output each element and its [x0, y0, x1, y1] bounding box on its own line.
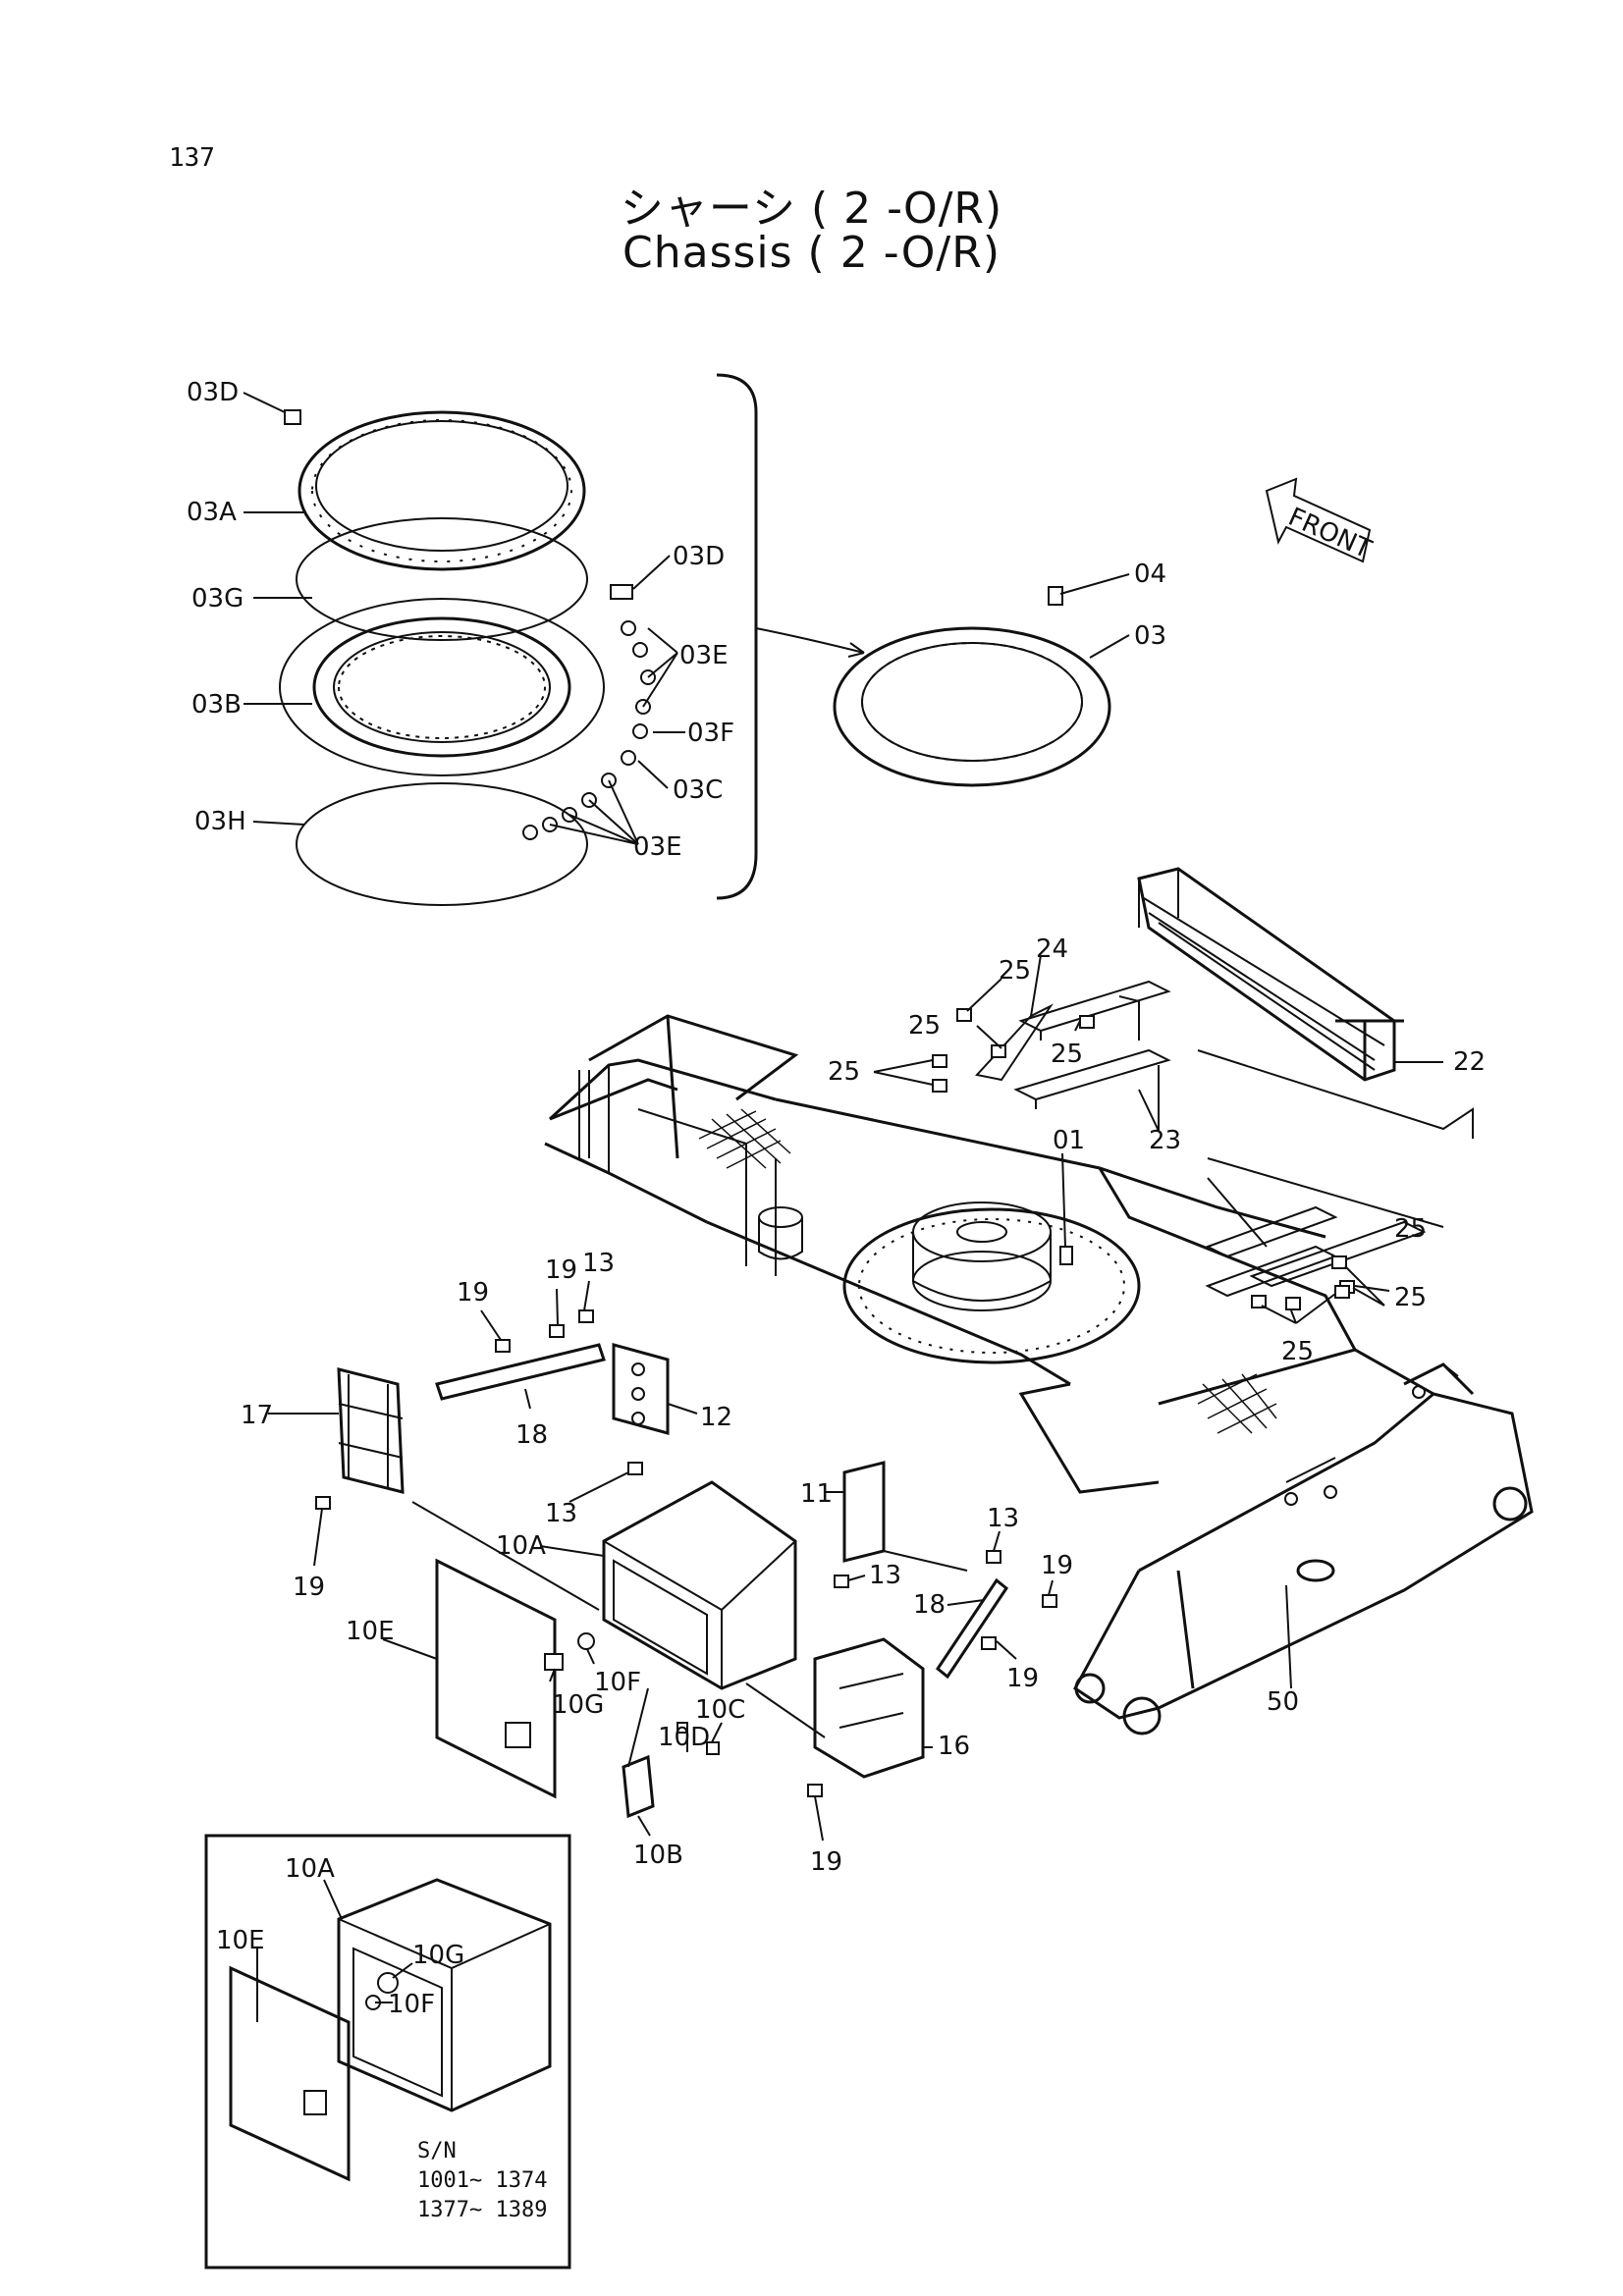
label-25-e: 25 — [1394, 1214, 1427, 1244]
label-03F: 03F — [687, 719, 734, 748]
label-24: 24 — [1036, 934, 1068, 964]
label-50: 50 — [1267, 1687, 1299, 1717]
label-25-f: 25 — [1394, 1283, 1427, 1312]
page-number: 137 — [169, 143, 215, 173]
front-direction-arrow: FRONT — [1265, 477, 1376, 564]
leader-lines — [243, 392, 1443, 2022]
label-10G: 10G — [552, 1690, 604, 1720]
label-25-b: 25 — [908, 1011, 941, 1041]
slewing-ring-exploded — [279, 373, 865, 906]
title-english: Chassis ( 2 -O/R) — [622, 228, 1001, 278]
label-19-e: 19 — [1006, 1664, 1039, 1693]
label-19-c: 19 — [293, 1573, 325, 1602]
label-01: 01 — [1053, 1126, 1085, 1155]
label-16: 16 — [938, 1732, 970, 1761]
label-03C: 03C — [673, 775, 723, 805]
label-18-a: 18 — [515, 1420, 548, 1450]
label-23: 23 — [1149, 1126, 1181, 1155]
inset-label-10E: 10E — [216, 1926, 265, 1955]
label-13-a: 13 — [582, 1249, 615, 1278]
inset-sn-range-2: 1377~ 1389 — [417, 2198, 547, 2222]
inset-detail: S/N 1001~ 1374 1377~ 1389 — [204, 1834, 571, 2269]
label-19-a: 19 — [457, 1278, 489, 1308]
label-10A: 10A — [496, 1531, 546, 1561]
inset-sn-prefix: S/N — [417, 2139, 457, 2163]
label-19-b: 19 — [545, 1255, 577, 1285]
inset-sn-range-1: 1001~ 1374 — [417, 2168, 547, 2193]
label-12: 12 — [700, 1403, 732, 1432]
chassis-frame — [544, 1014, 1534, 1735]
label-10E: 10E — [346, 1617, 395, 1646]
label-19-d: 19 — [1041, 1551, 1073, 1580]
label-10C: 10C — [695, 1695, 745, 1725]
label-25-d: 25 — [828, 1057, 860, 1087]
label-22: 22 — [1453, 1047, 1486, 1077]
slewing-ring-assembled — [833, 586, 1111, 787]
label-03B: 03B — [191, 690, 242, 720]
bracket-assembly-upper — [932, 867, 1474, 1310]
label-10F: 10F — [594, 1668, 641, 1697]
label-19-f: 19 — [810, 1847, 842, 1877]
label-13-b: 13 — [545, 1499, 577, 1528]
inset-label-10F: 10F — [388, 1990, 435, 2019]
label-03H: 03H — [194, 807, 246, 836]
label-03D-top: 03D — [187, 378, 239, 407]
label-10B: 10B — [633, 1841, 683, 1870]
label-11: 11 — [800, 1479, 833, 1509]
label-03E-bottom: 03E — [633, 832, 682, 862]
label-10D: 10D — [658, 1723, 710, 1752]
label-25-a: 25 — [999, 956, 1031, 986]
label-18-b: 18 — [913, 1590, 946, 1620]
title-japanese: シャーシ ( 2 -O/R) — [620, 184, 1003, 234]
inset-label-10G: 10G — [412, 1941, 464, 1970]
label-13-d: 13 — [869, 1561, 901, 1590]
label-03D-mid: 03D — [673, 542, 725, 571]
label-25-c: 25 — [1051, 1040, 1083, 1069]
part-labels: 03D 03A 03G 03D 03E 03B 03F 03C 03H 03E … — [187, 378, 1486, 2019]
label-03G: 03G — [191, 584, 243, 614]
label-25-g: 25 — [1281, 1337, 1314, 1366]
label-13-c: 13 — [987, 1504, 1019, 1533]
label-03A: 03A — [187, 498, 237, 527]
label-04: 04 — [1134, 560, 1166, 589]
label-17: 17 — [241, 1401, 273, 1430]
label-03: 03 — [1134, 621, 1166, 651]
label-03E-top: 03E — [679, 641, 729, 670]
inset-label-10A: 10A — [285, 1854, 335, 1884]
